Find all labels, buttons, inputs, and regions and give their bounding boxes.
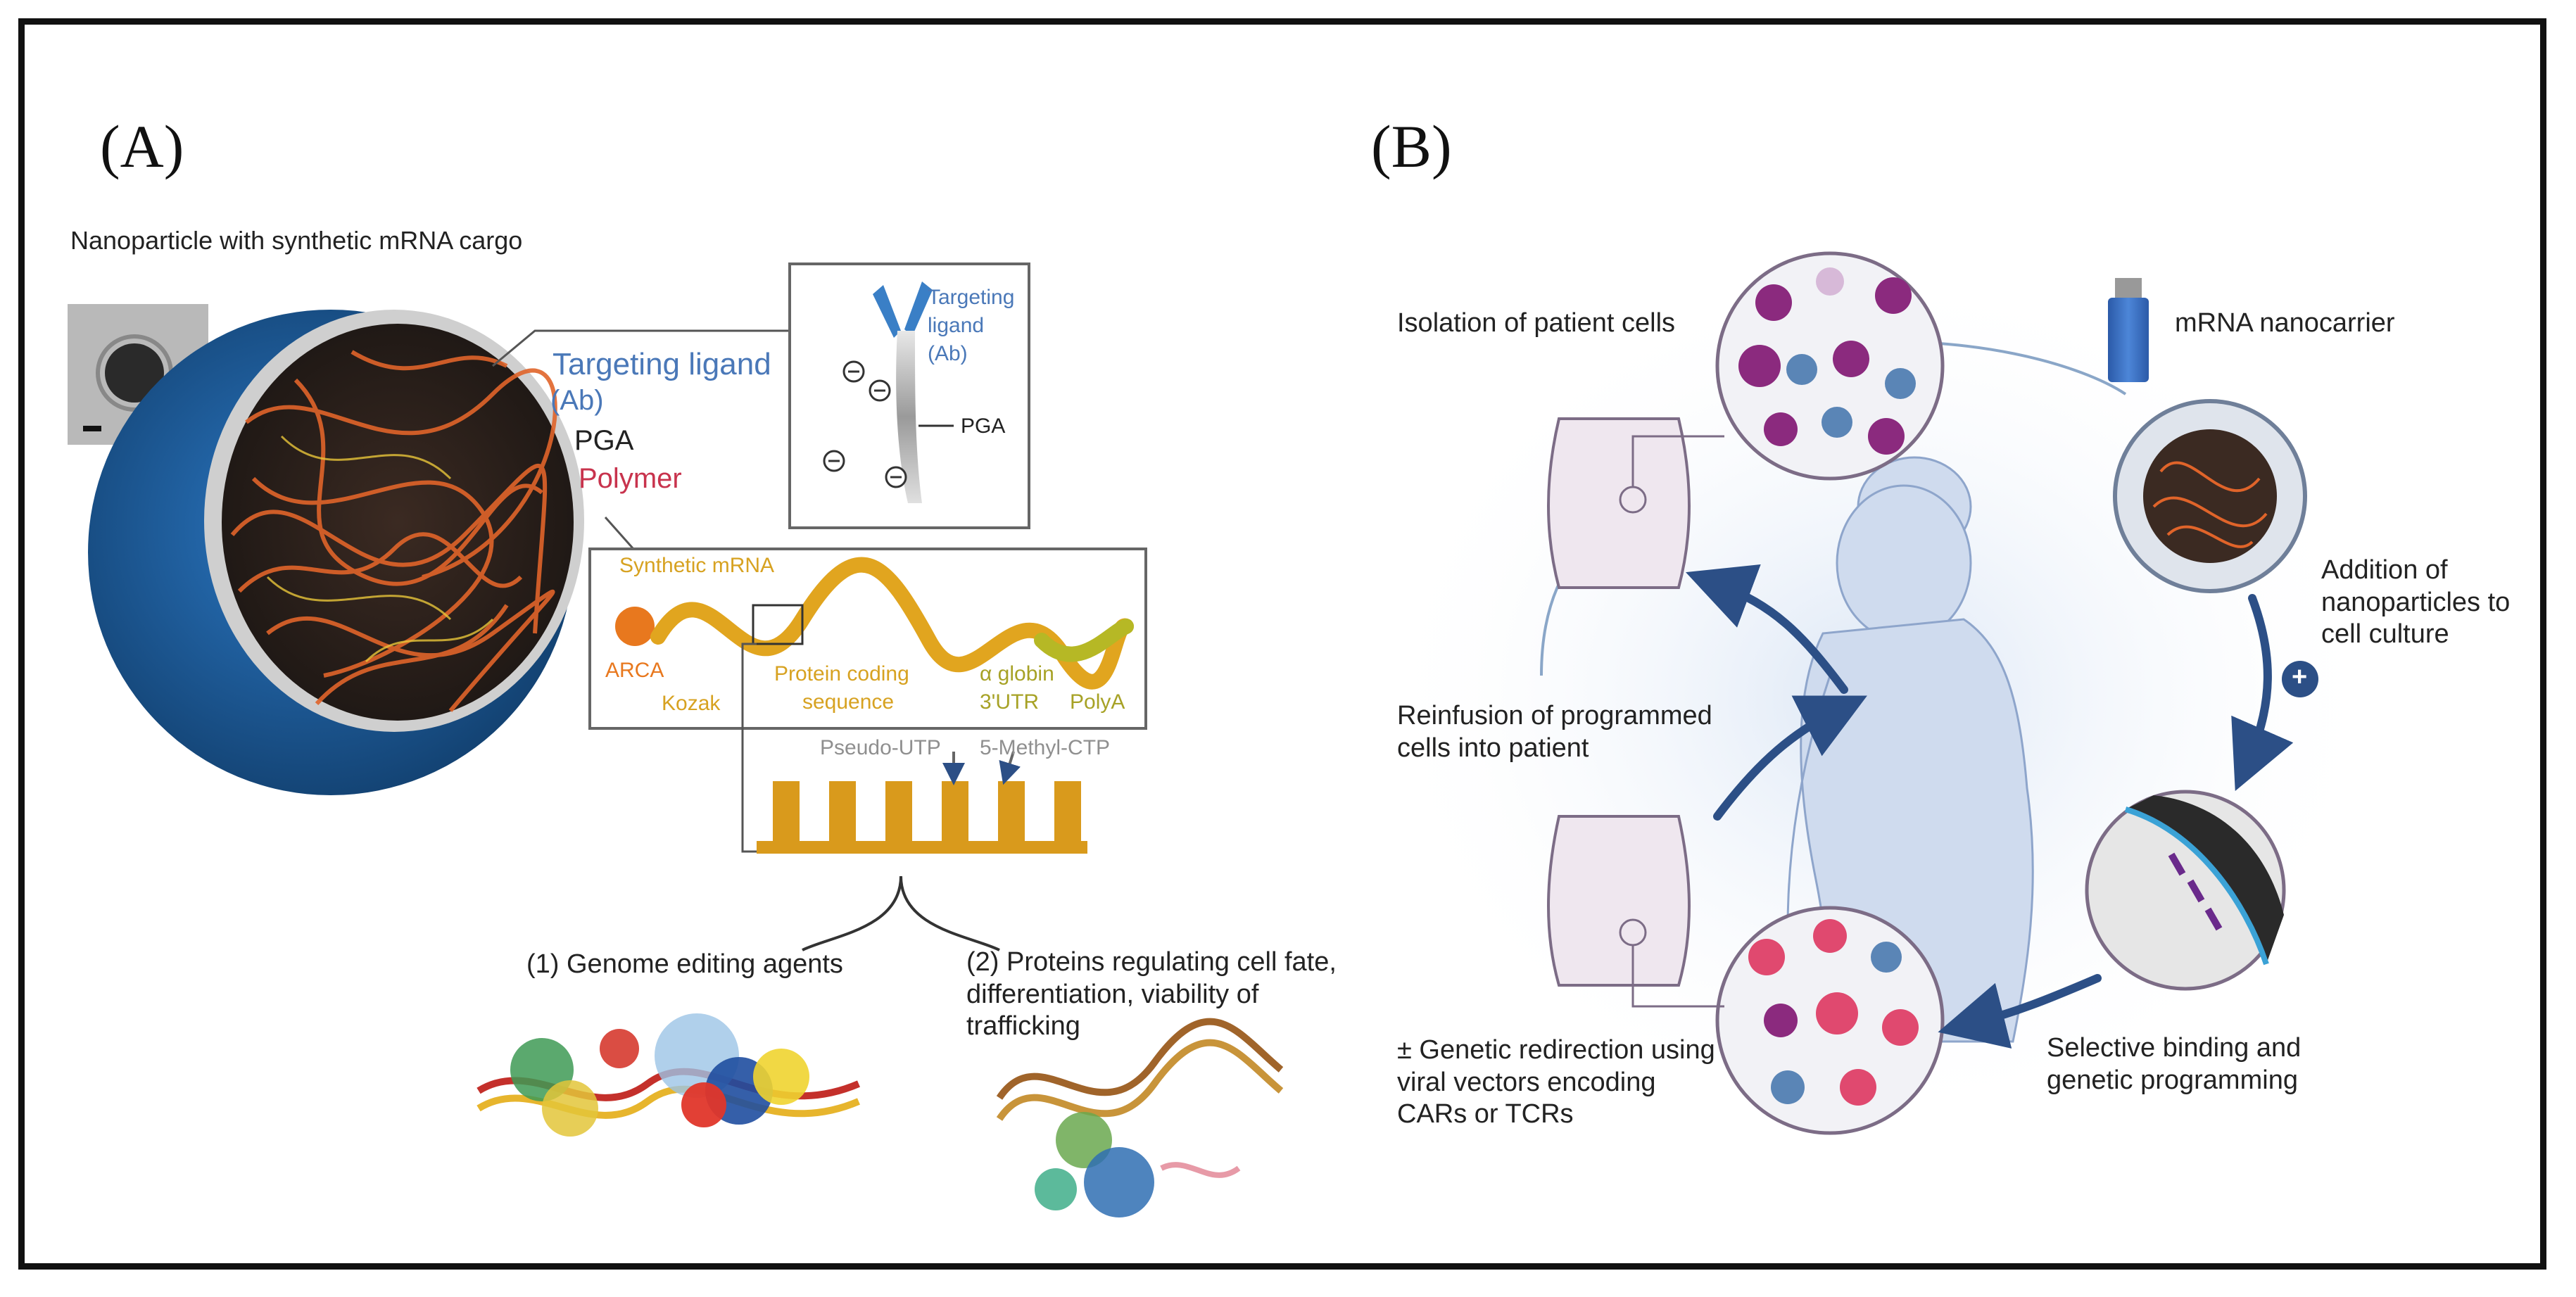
programmed-cells-circle [1715, 906, 1945, 1135]
isolation-cells-circle [1715, 251, 1945, 481]
selective-binding-circle [2085, 790, 2286, 991]
genome-editing-protein-image [476, 1013, 860, 1137]
protein-coding-label: Protein coding [774, 662, 909, 685]
mrna-detail-leader [741, 643, 757, 853]
antibody-inset-box [788, 262, 1030, 529]
arca-label: ARCA [605, 659, 664, 682]
alpha-globin-label: α globin [980, 662, 1054, 685]
selective-binding-label: Selective binding and genetic programmin… [2047, 1033, 2302, 1095]
panel-b-letter: (B) [1371, 113, 1452, 180]
genetic-redirection-label: ± Genetic redirection using viral vector… [1397, 1035, 1715, 1130]
cell-culture-bag-top [1547, 417, 1724, 589]
cycle-arrows [1686, 564, 2294, 1049]
addition-label: Addition of nanoparticles to cell cultur… [2321, 555, 2511, 650]
nanocarrier-label: mRNA nanocarrier [2175, 308, 2395, 338]
outcome-fork-arrows [802, 875, 1000, 951]
inset-ligand-label: ligand [928, 314, 985, 337]
mrna-nanocarrier-vial [2108, 278, 2149, 382]
methyl-ctp-label: 5-Methyl-CTP [980, 736, 1111, 759]
sequence-label: sequence [802, 690, 895, 714]
polymer-label: Polymer [579, 463, 682, 494]
nanoparticle-illustration [88, 310, 584, 795]
genome-editing-label: (1) Genome editing agents [526, 949, 843, 979]
pga-label: PGA [574, 425, 634, 456]
cell-culture-bag-bottom [1547, 815, 1724, 1008]
regulating-proteins-label: (2) Proteins regulating cell fate, diffe… [966, 947, 1337, 1042]
kozak-label: Kozak [662, 692, 721, 715]
nucleotide-detail [757, 751, 1087, 854]
inset-ab-label: (Ab) [928, 342, 968, 365]
inset-targeting-label: Targeting [928, 286, 1015, 309]
panel-a-heading: Nanoparticle with synthetic mRNA cargo [70, 226, 523, 255]
panel-a-letter: (A) [100, 113, 184, 180]
synthetic-mrna-label: Synthetic mRNA [619, 554, 775, 577]
polya-label: PolyA [1070, 690, 1125, 714]
inset-pga-label: PGA [961, 415, 1006, 438]
targeting-ligand-label: Targeting ligand [553, 347, 771, 381]
ab-label: (Ab) [550, 385, 604, 416]
addition-plus-badge [2282, 661, 2318, 697]
utr-label: 3'UTR [980, 690, 1040, 714]
reinfusion-label: Reinfusion of programmed cells into pati… [1397, 701, 1712, 763]
nanocarrier-circle [2113, 399, 2307, 593]
mrna-structure-box [588, 548, 1147, 730]
pseudo-utp-label: Pseudo-UTP [820, 736, 941, 759]
plus-icon: + [2292, 662, 2308, 692]
isolation-label: Isolation of patient cells [1397, 308, 1676, 338]
regulating-protein-image [996, 1018, 1284, 1217]
